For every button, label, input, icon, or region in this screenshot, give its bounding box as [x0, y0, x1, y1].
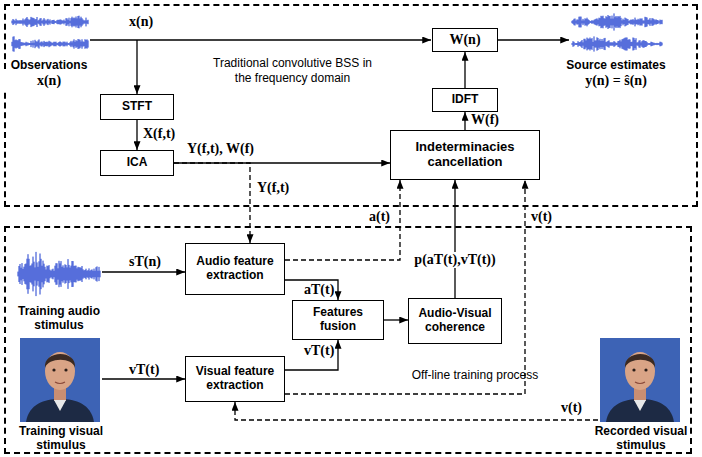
box-label: STFT: [106, 100, 168, 114]
box-label: Indeterminacies cancellation: [396, 140, 534, 170]
waveform: [12, 16, 88, 29]
box-label: Features fusion: [298, 306, 378, 334]
signal-wire: [90, 39, 431, 40]
process-box: IDFT: [432, 88, 498, 112]
flow-arrow: [285, 180, 400, 260]
edge-label: v(t): [530, 209, 553, 225]
process-box: ICA: [100, 150, 174, 176]
recorded-face: [600, 338, 680, 422]
flow-arrow: [285, 340, 338, 370]
training-region: Off-line training process Audio feature e…: [4, 226, 692, 454]
process-box: Features fusion: [292, 300, 384, 340]
flow-arrow: [285, 180, 525, 394]
box-label: W(n): [438, 32, 492, 48]
edge-label: vT(t): [303, 343, 335, 359]
process-box: Indeterminacies cancellation: [390, 130, 540, 180]
signal-wire: [498, 39, 569, 40]
picture-caption: Training audio stimulus: [8, 304, 110, 332]
box-label: Audio-Visual coherence: [414, 307, 496, 335]
bss-region: Traditional convolutive BSS in the frequ…: [4, 4, 698, 207]
signal-label: x(n): [128, 14, 154, 30]
signal-wire: [136, 40, 137, 94]
waveform: [12, 36, 88, 51]
waveform: [572, 36, 662, 51]
flow-arrow: [464, 112, 465, 130]
picture-caption: Training visual stimulus: [8, 424, 114, 452]
edge-label: aT(t): [303, 282, 335, 298]
signal-label: v(t): [560, 400, 583, 416]
region-title: Traditional convolutive BSS in the frequ…: [205, 56, 380, 86]
signal-label: sT(n): [128, 254, 162, 270]
signal-wire: [235, 402, 598, 420]
process-box: STFT: [100, 94, 174, 120]
waveform: [18, 252, 100, 296]
region-title: Off-line training process: [400, 368, 550, 383]
filter-box: W(n): [432, 28, 498, 52]
picture-caption: Observations: [4, 58, 94, 72]
picture-caption: Recorded visual stimulus: [590, 424, 692, 452]
edge-label: p(aT(t),vT(t)): [413, 252, 496, 268]
flow-arrow: [136, 120, 137, 150]
flow-arrow: [285, 280, 338, 300]
training-face: [20, 338, 100, 422]
flow-arrow: [464, 52, 465, 88]
signal-label: y(n) = ŝ(n): [556, 73, 676, 89]
waveform: [572, 13, 662, 30]
process-box: Visual feature extraction: [185, 356, 285, 402]
signal-wire: [102, 378, 185, 379]
box-label: ICA: [106, 156, 168, 170]
edge-label: Y(f,t), W(f): [186, 141, 255, 157]
flow-arrow: [174, 163, 250, 243]
flow-arrow: [384, 319, 408, 320]
flow-arrow: [454, 180, 455, 298]
box-label: Audio feature extraction: [191, 255, 279, 283]
process-box: Audio-Visual coherence: [408, 298, 502, 344]
edge-label: a(t): [368, 209, 391, 225]
box-label: Visual feature extraction: [191, 365, 279, 393]
edge-label: X(f,t): [142, 126, 176, 142]
box-label: IDFT: [438, 93, 492, 107]
signal-wire: [102, 271, 185, 272]
process-box: Audio feature extraction: [185, 243, 285, 295]
edge-label: Y(f,t): [256, 180, 290, 196]
signal-label: vT(t): [128, 362, 160, 378]
picture-caption: Source estimates: [556, 58, 676, 72]
edge-label: W(f): [470, 112, 500, 128]
signal-label: x(n): [4, 73, 94, 89]
